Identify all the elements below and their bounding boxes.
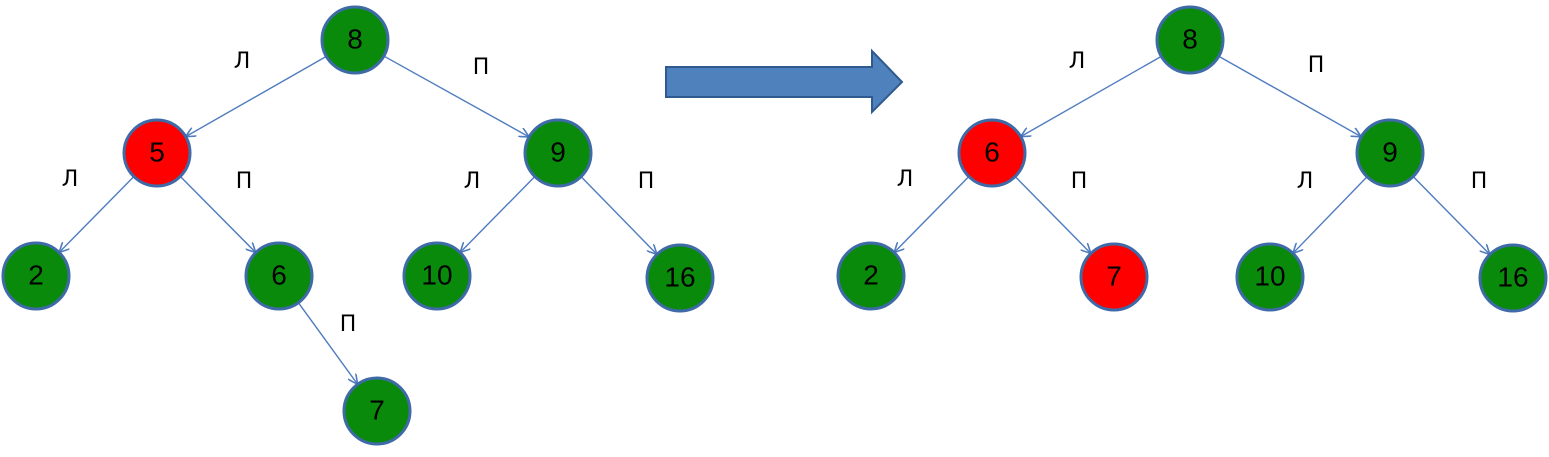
after-edge-label-a9-a16: П: [1471, 169, 1488, 194]
after-node-8: 8: [1155, 5, 1225, 75]
before-edge-b9-b10: [461, 176, 536, 252]
after-edge-label-a8-a9: П: [1308, 53, 1325, 78]
after-node-value-6: 6: [984, 136, 1000, 167]
before-node-circle-9: [523, 118, 593, 188]
after-edge-a8-a9: [1218, 55, 1361, 136]
transition-arrow: [665, 48, 904, 115]
before-edge-label-b9-b10: Л: [464, 169, 481, 194]
before-edge-label-b5-b6: П: [236, 169, 253, 194]
after-node-circle-7: [1079, 242, 1149, 312]
after-node-value-2: 2: [863, 259, 879, 290]
before-edge-b5-b6: [179, 175, 255, 251]
before-node-value-10: 10: [421, 259, 452, 290]
after-edge-label-a9-a10: Л: [1297, 169, 1314, 194]
before-node-circle-7: [342, 376, 412, 446]
before-node-2: 2: [1, 241, 71, 311]
after-node-circle-16: [1478, 243, 1548, 313]
after-node-circle-9: [1355, 118, 1425, 188]
before-edge-label-b8-b5: Л: [234, 49, 251, 74]
before-node-circle-16: [645, 243, 715, 313]
after-edge-a9-a16: [1412, 176, 1489, 254]
after-node-value-9: 9: [1382, 136, 1398, 167]
before-node-value-7: 7: [369, 394, 385, 425]
nodes-layer: 8 5 9 2 6 10 16 7 8 6 9 2 7 10 16: [1, 5, 1548, 446]
before-node-16: 16: [645, 243, 715, 313]
before-node-value-6: 6: [271, 259, 287, 290]
before-edge-b8-b9: [383, 55, 528, 136]
after-node-16: 16: [1478, 243, 1548, 313]
after-edge-a6-a7: [1014, 176, 1090, 253]
after-node-circle-8: [1155, 5, 1225, 75]
after-edge-a9-a10: [1294, 176, 1368, 253]
edges-layer: Л П Л П Л П П Л П Л П Л П: [60, 49, 1489, 383]
before-edge-b8-b5: [187, 55, 327, 136]
after-node-circle-2: [836, 241, 906, 311]
after-node-value-10: 10: [1254, 260, 1285, 291]
before-node-5: 5: [122, 118, 192, 188]
after-node-circle-6: [957, 118, 1027, 188]
after-edge-a6-a2: [895, 176, 970, 252]
before-node-value-2: 2: [28, 259, 44, 290]
after-node-10: 10: [1235, 242, 1305, 312]
before-node-circle-10: [402, 241, 472, 311]
after-edge-label-a6-a7: П: [1071, 169, 1088, 194]
before-node-7: 7: [342, 376, 412, 446]
after-edge-a8-a6: [1022, 55, 1162, 136]
after-node-value-8: 8: [1182, 23, 1198, 54]
after-node-9: 9: [1355, 118, 1425, 188]
before-node-8: 8: [320, 5, 390, 75]
after-node-2: 2: [836, 241, 906, 311]
before-node-value-8: 8: [347, 23, 363, 54]
before-node-6: 6: [244, 241, 314, 311]
right-arrow-icon: [665, 48, 904, 115]
before-edge-b5-b2: [60, 176, 135, 252]
before-edge-label-b5-b2: Л: [62, 167, 79, 192]
after-node-circle-10: [1235, 242, 1305, 312]
after-edge-label-a8-a6: Л: [1069, 49, 1086, 74]
before-edge-b9-b16: [580, 176, 656, 254]
before-node-value-9: 9: [550, 136, 566, 167]
before-edge-label-b8-b9: П: [473, 55, 490, 80]
before-node-circle-5: [122, 118, 192, 188]
before-node-value-16: 16: [664, 261, 695, 292]
after-node-6: 6: [957, 118, 1027, 188]
before-node-circle-2: [1, 241, 71, 311]
after-node-value-16: 16: [1497, 261, 1528, 292]
before-edge-label-b9-b16: П: [638, 169, 655, 194]
before-edge-label-b6-b7: П: [340, 312, 357, 337]
before-node-circle-8: [320, 5, 390, 75]
before-node-9: 9: [523, 118, 593, 188]
before-node-value-5: 5: [149, 136, 165, 167]
after-edge-label-a6-a2: Л: [897, 167, 914, 192]
after-node-7: 7: [1079, 242, 1149, 312]
before-edge-b6-b7: [297, 302, 357, 384]
before-node-10: 10: [402, 241, 472, 311]
after-node-value-7: 7: [1106, 260, 1122, 291]
before-node-circle-6: [244, 241, 314, 311]
